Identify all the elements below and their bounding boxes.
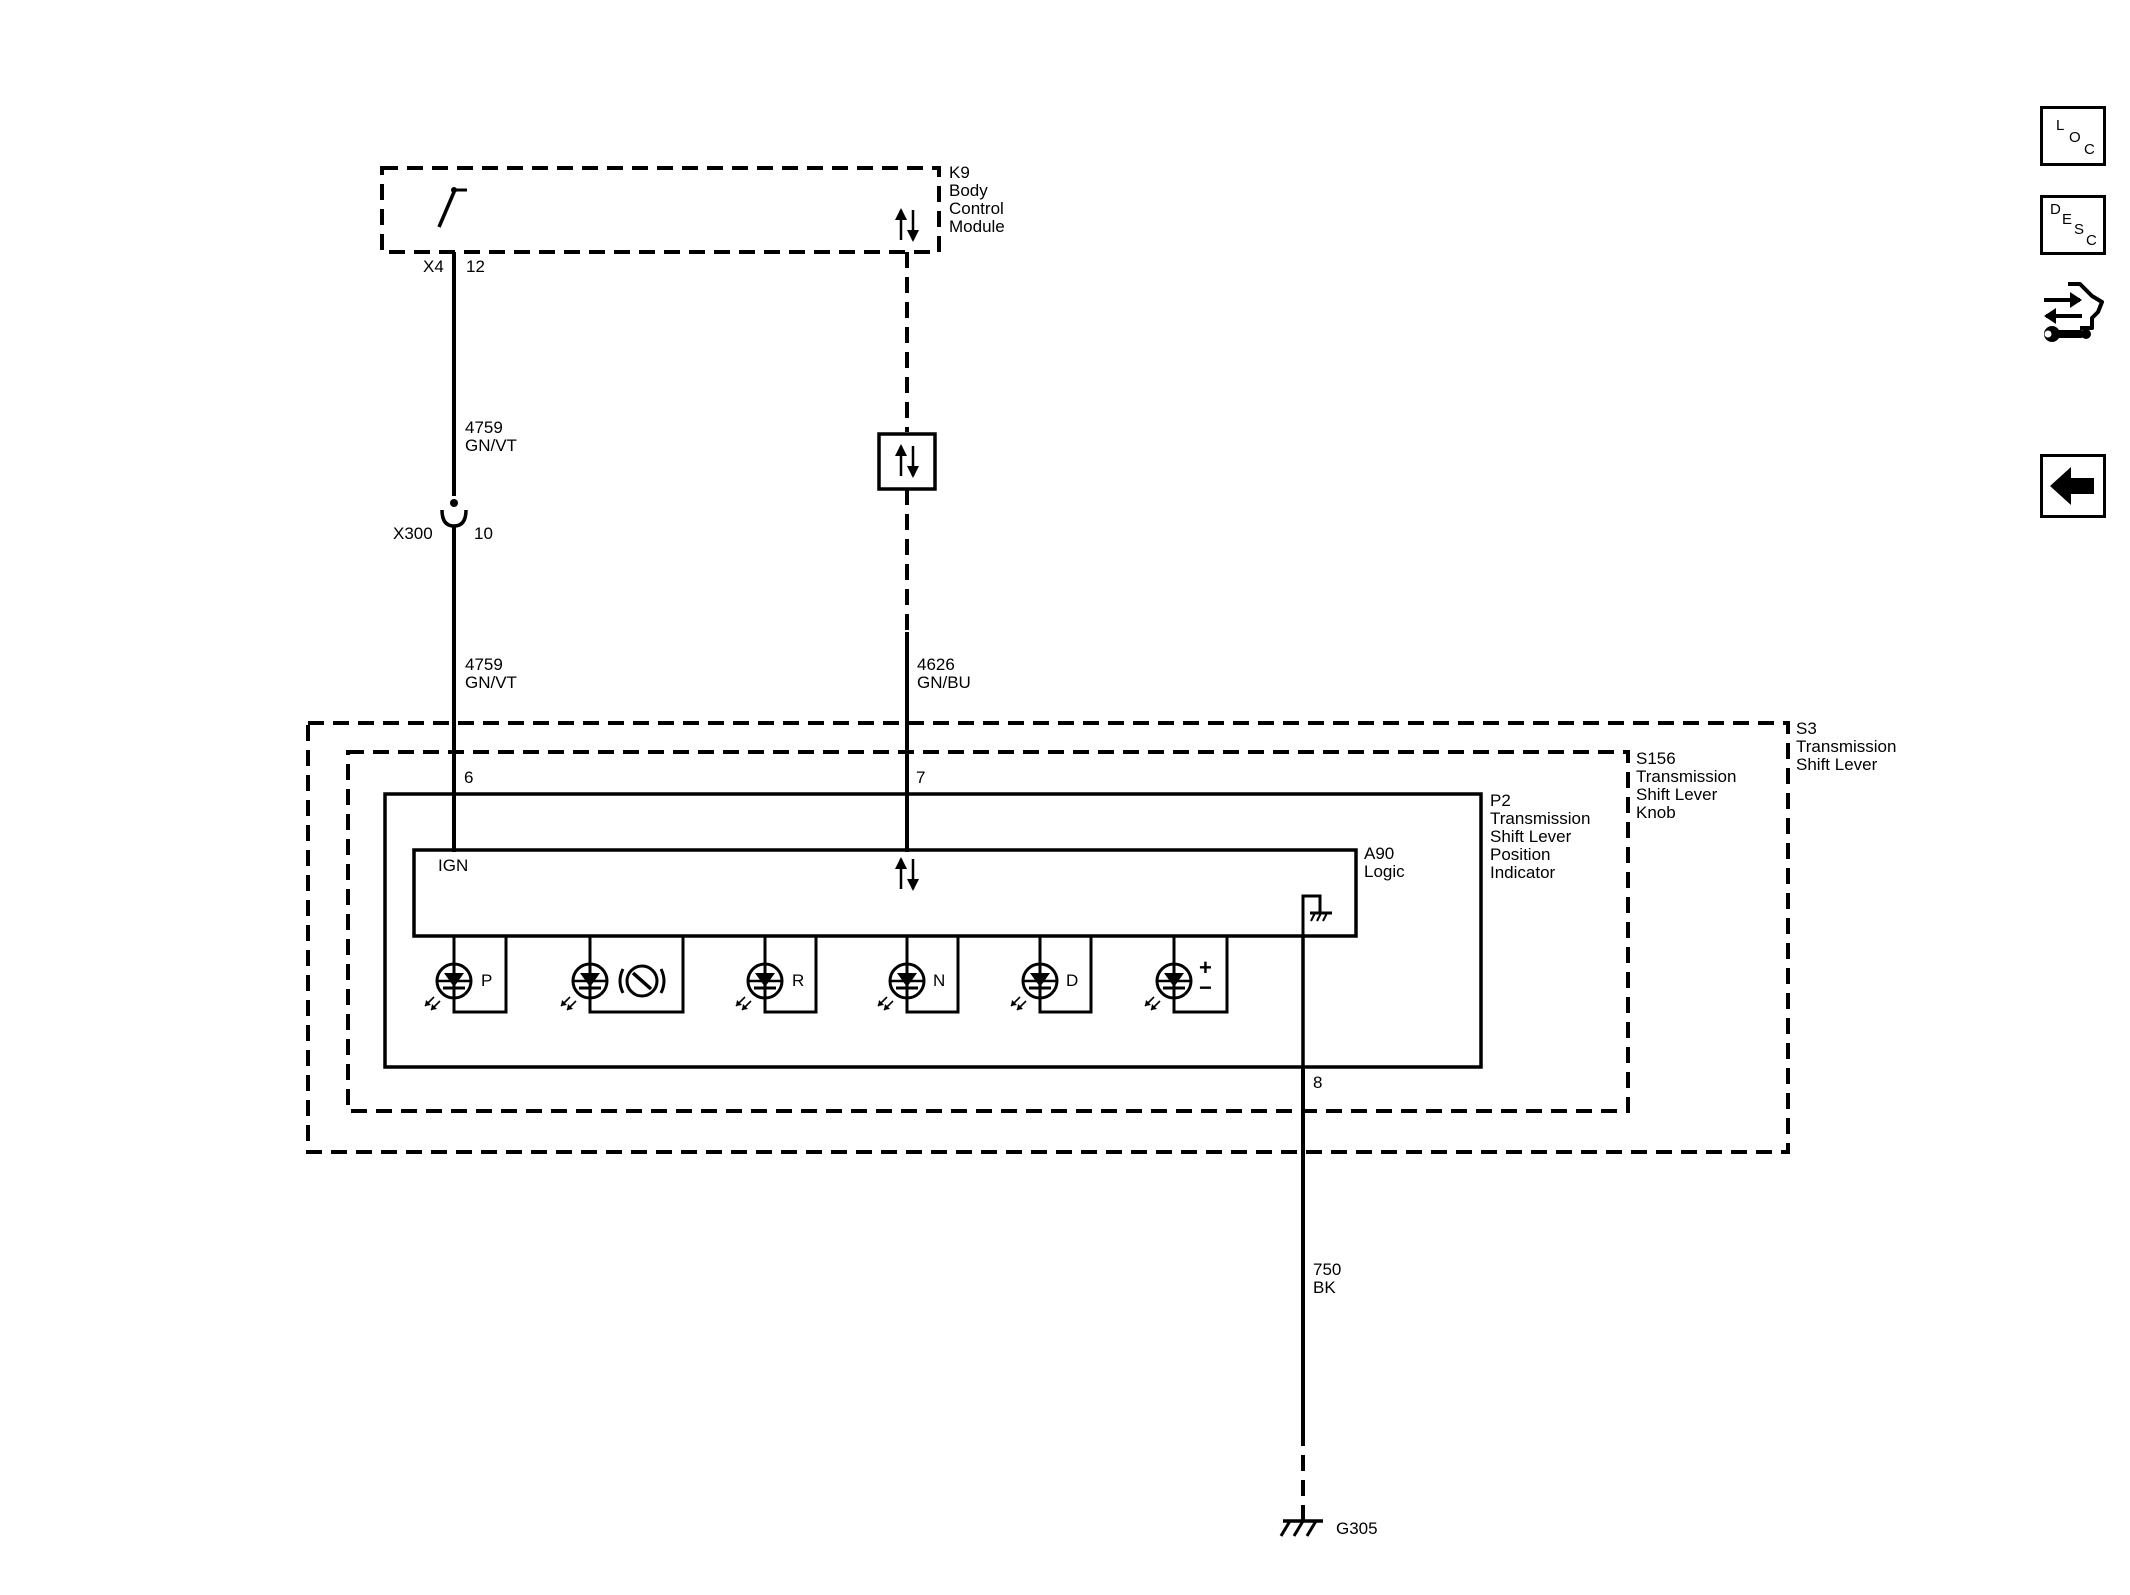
led-r-indicator: R [734, 936, 818, 1014]
k9-name-line1: Body [949, 181, 988, 200]
pin-8-label: 8 [1313, 1073, 1322, 1092]
wire-750-circuit: 750 [1313, 1260, 1341, 1279]
k9-module-box [380, 166, 941, 254]
p2-name-line3: Position [1490, 845, 1550, 864]
repair-info-icon [2044, 282, 2104, 342]
back-arrow-icon [2050, 467, 2094, 505]
k9-connector-label: X4 [423, 257, 444, 276]
loc-letter-o: O [2069, 129, 2081, 146]
g305-ground-symbol [1279, 1510, 1323, 1537]
p2-name-line2: Shift Lever [1490, 827, 1572, 846]
a90-bidirectional-arrows-icon [893, 855, 921, 893]
k9-switch-contact [437, 187, 467, 228]
led-d-label: D [1066, 971, 1078, 990]
led-brake-indicator [559, 936, 685, 1014]
loc-button[interactable]: L O C [2040, 106, 2106, 166]
wire-4626-color: GN/BU [917, 673, 971, 692]
wire-750-color: BK [1313, 1278, 1336, 1297]
k9-bidirectional-arrows-icon [893, 206, 921, 244]
led-minus-label: − [1199, 975, 1212, 1000]
a90-name-line1: Logic [1364, 862, 1405, 881]
desc-letter-c: C [2086, 232, 2097, 249]
p2-name-line1: Transmission [1490, 809, 1590, 828]
s3-shift-lever-box [306, 721, 1790, 1154]
p2-ref: P2 [1490, 791, 1511, 810]
pin-6-label: 6 [464, 768, 473, 787]
led-n-indicator: N [876, 936, 960, 1014]
k9-name-line2: Control [949, 199, 1004, 218]
x300-inline-connector [440, 499, 468, 528]
back-button[interactable] [2040, 454, 2106, 518]
led-p-indicator: P [423, 936, 508, 1014]
wire-4626-circuit: 4626 [917, 655, 955, 674]
s156-name-line2: Shift Lever [1636, 785, 1718, 804]
desc-button[interactable]: D E S C [2040, 195, 2106, 255]
wire-4759-lower-circuit: 4759 [465, 655, 503, 674]
led-r-label: R [792, 971, 804, 990]
s156-knob-box [346, 750, 1630, 1113]
ign-label: IGN [438, 856, 468, 875]
led-d-indicator: D [1009, 936, 1093, 1014]
a90-internal-ground-symbol [1301, 894, 1332, 936]
led-n-label: N [933, 971, 945, 990]
x300-connector-label: X300 [393, 524, 433, 543]
p2-position-indicator-box [383, 792, 1483, 1069]
repair-info-button[interactable] [2040, 276, 2110, 356]
k9-name-line3: Module [949, 217, 1005, 236]
s3-name-line2: Shift Lever [1796, 755, 1878, 774]
s3-ref: S3 [1796, 719, 1817, 738]
serial-data-bidirectional-arrows-icon [877, 432, 937, 491]
desc-letter-s: S [2074, 221, 2085, 238]
k9-pin-label: 12 [466, 257, 485, 276]
s156-name-line3: Knob [1636, 803, 1676, 822]
desc-letter-d: D [2050, 201, 2061, 218]
s3-name-line1: Transmission [1796, 737, 1896, 756]
led-p-label: P [481, 971, 492, 990]
g305-label: G305 [1336, 1519, 1378, 1538]
pin-7-label: 7 [916, 768, 925, 787]
x300-pin-label: 10 [474, 524, 493, 543]
loc-letter-c: C [2084, 141, 2095, 158]
parking-brake-icon [618, 964, 666, 998]
k9-ref: K9 [949, 163, 970, 182]
wire-4759-lower-color: GN/VT [465, 673, 517, 692]
a90-ref: A90 [1364, 844, 1394, 863]
a90-logic-box [412, 848, 1358, 938]
desc-letter-e: E [2062, 211, 2073, 228]
led-plus-label: + [1199, 955, 1212, 980]
p2-name-line4: Indicator [1490, 863, 1556, 882]
wire-4759-upper-color: GN/VT [465, 436, 517, 455]
wire-4759-upper-circuit: 4759 [465, 418, 503, 437]
s156-name-line1: Transmission [1636, 767, 1736, 786]
led-plus-minus-indicator: + − [1143, 936, 1229, 1014]
loc-letter-l: L [2056, 117, 2065, 134]
s156-ref: S156 [1636, 749, 1676, 768]
